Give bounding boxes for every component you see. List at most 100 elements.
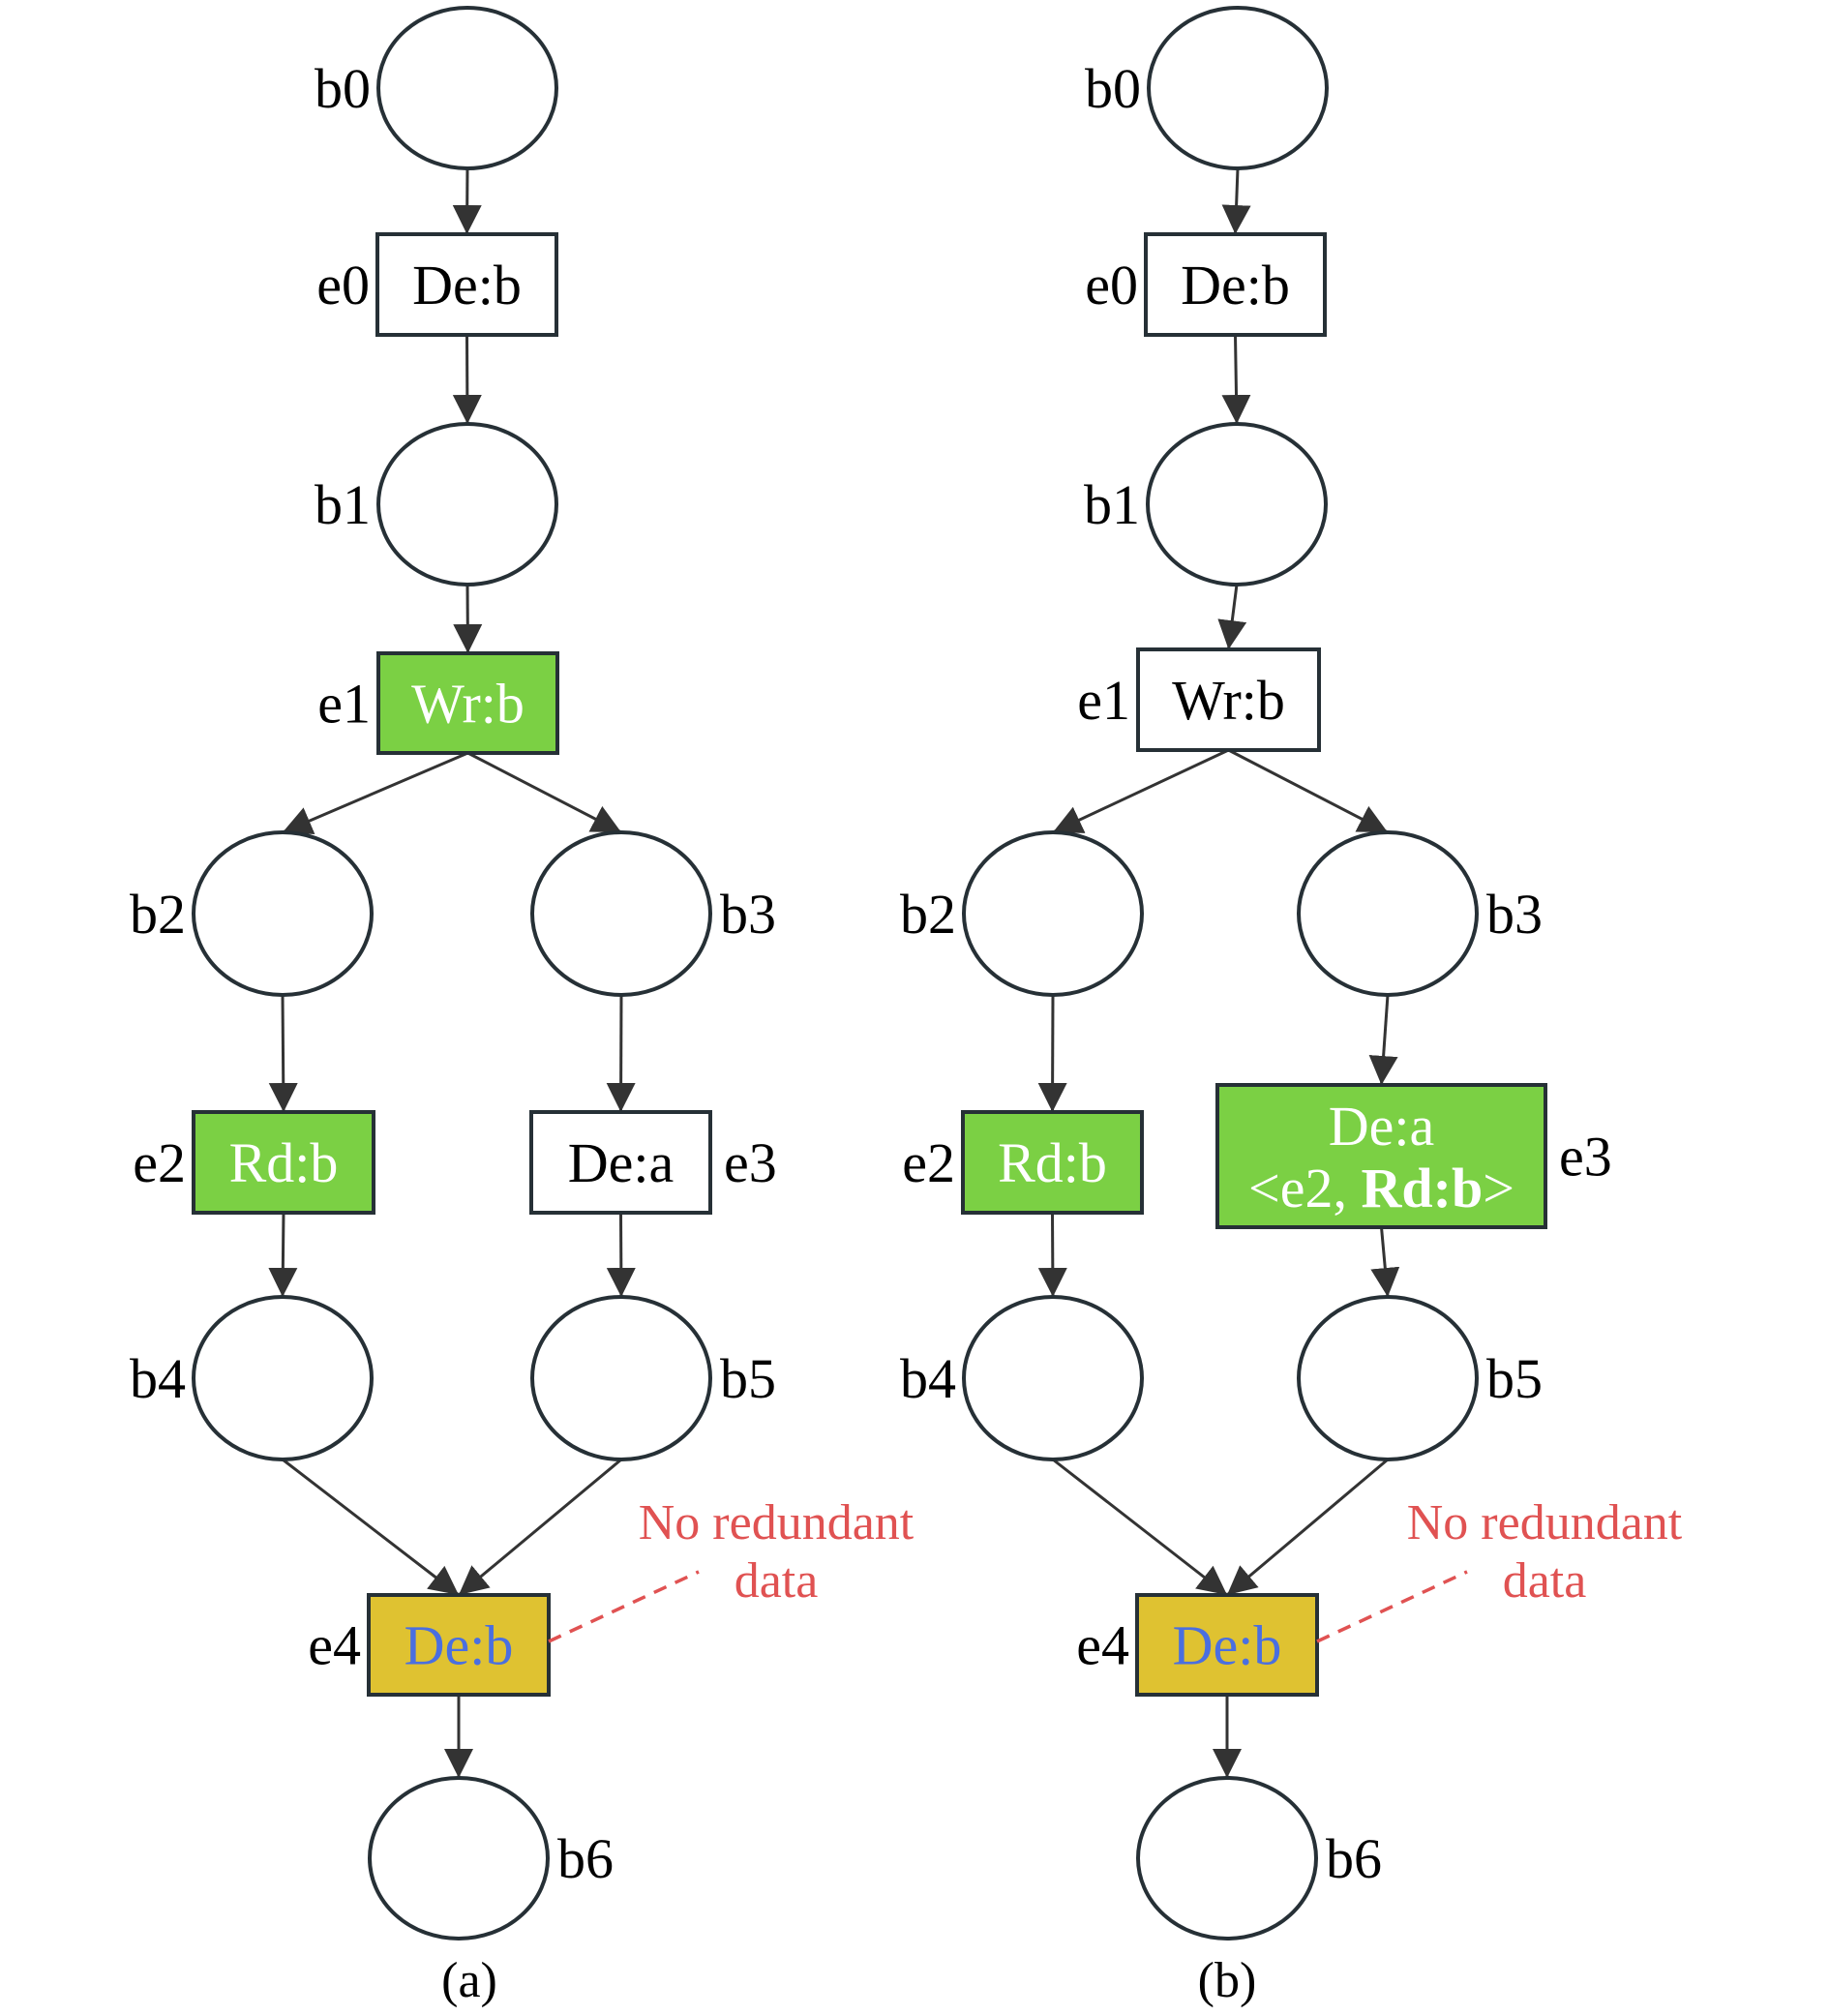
- place-b5: b5: [530, 1295, 776, 1461]
- transition-label: De:a: [568, 1131, 675, 1194]
- transition-label: De:b: [405, 1614, 514, 1677]
- edge-e1-to-b2: [1052, 748, 1230, 834]
- edge-e2-to-b4: [1037, 1212, 1067, 1298]
- edge-b2-to-e2: [1037, 994, 1067, 1113]
- annotation-line-1: No redundant: [1407, 1495, 1683, 1550]
- place-id-label: b6: [1326, 1827, 1382, 1890]
- transition-box: [375, 232, 558, 337]
- transition-box: [1144, 232, 1327, 337]
- transition-label: Rd:b: [229, 1131, 339, 1194]
- edge-e1-to-b2: [282, 751, 469, 834]
- transition-label: De:b: [1181, 254, 1290, 316]
- annotation-dashed-leader: [548, 1570, 700, 1643]
- place-id-label: b0: [1085, 57, 1141, 120]
- transition-id-label: e0: [1085, 254, 1138, 316]
- place-b5: b5: [1297, 1295, 1543, 1461]
- edge-e3-to-b5: [606, 1212, 636, 1298]
- transition-box: [1136, 647, 1321, 752]
- edge-b5-to-e4: [1226, 1458, 1389, 1597]
- edge-b4-to-e4: [1052, 1458, 1228, 1597]
- place-node: [1297, 830, 1479, 997]
- transition-id-label: e2: [902, 1131, 955, 1194]
- transition-label: De:a: [1329, 1095, 1435, 1158]
- edge-b5-to-e4: [458, 1458, 622, 1597]
- edge-b1-to-e1: [1217, 584, 1247, 650]
- place-id-label: b6: [557, 1827, 614, 1890]
- place-id-label: b5: [720, 1347, 776, 1410]
- place-node: [1136, 1776, 1318, 1941]
- panel-caption: (a): [441, 1953, 497, 2008]
- transition-box: [367, 1593, 551, 1697]
- place-b6: b6: [368, 1776, 614, 1941]
- transition-box: [961, 1110, 1144, 1215]
- edge-e0-to-b1: [452, 334, 482, 425]
- transition-id-label: e3: [1559, 1126, 1612, 1189]
- dependency-prefix: <e2,: [1248, 1157, 1361, 1219]
- transition-e3: De:a e3: [529, 1110, 777, 1215]
- place-id-label: b0: [315, 57, 371, 120]
- place-id-label: b3: [720, 883, 776, 946]
- place-b4: b4: [900, 1295, 1144, 1461]
- place-id-label: b2: [900, 883, 956, 946]
- place-node: [530, 830, 712, 997]
- place-b3: b3: [530, 830, 776, 997]
- place-b6: b6: [1136, 1776, 1382, 1941]
- place-node: [962, 1295, 1144, 1461]
- transition-e2: Rd:b e2: [902, 1110, 1144, 1215]
- edges: [268, 167, 636, 1778]
- transition-id-label: e1: [317, 673, 371, 736]
- place-id-label: b3: [1486, 883, 1543, 946]
- transition-id-label: e0: [316, 254, 370, 316]
- place-node: [1297, 1295, 1479, 1461]
- transition-id-label: e4: [1076, 1614, 1129, 1677]
- transition-label: De:b: [412, 254, 522, 316]
- place-b1: b1: [1084, 422, 1328, 587]
- transition-e3: De:a<e2, Rd:b> e3: [1215, 1083, 1612, 1229]
- transition-id-label: e1: [1077, 669, 1130, 732]
- transition-id-label: e2: [133, 1131, 186, 1194]
- transition-label: Wr:b: [1172, 669, 1285, 732]
- edge-b2-to-e2: [268, 994, 298, 1113]
- edge-e3-to-b5: [1370, 1226, 1400, 1298]
- edge-b3-to-e3: [1368, 994, 1398, 1086]
- annotation-line-2: data: [735, 1553, 819, 1609]
- transition-e1: Wr:b e1: [317, 651, 559, 755]
- dependency-suffix: >: [1483, 1157, 1514, 1219]
- transition-label: Rd:b: [998, 1131, 1107, 1194]
- place-node: [376, 422, 558, 587]
- edge-b4-to-e4: [282, 1458, 460, 1597]
- place-b2: b2: [900, 830, 1144, 997]
- place-node: [376, 6, 558, 170]
- edge-e1-to-b3: [1227, 748, 1389, 834]
- place-node: [192, 1295, 374, 1461]
- edge-b0-to-e0: [1221, 167, 1251, 235]
- transition-id-label: e3: [724, 1131, 777, 1194]
- place-b2: b2: [130, 830, 374, 997]
- transition-box: [192, 1110, 375, 1215]
- place-node: [962, 830, 1144, 997]
- transition-id-label: e4: [308, 1614, 361, 1677]
- place-node: [530, 1295, 712, 1461]
- edge-e0-to-b1: [1221, 334, 1251, 425]
- dependency-event: Rd:b: [1362, 1157, 1484, 1219]
- transition-label: De:b: [1173, 1614, 1282, 1677]
- place-node: [1146, 422, 1328, 587]
- place-id-label: b2: [130, 883, 186, 946]
- transition-box: [1135, 1593, 1319, 1697]
- place-node: [192, 830, 374, 997]
- edge-e1-to-b3: [466, 751, 622, 834]
- transition-label: Wr:b: [411, 673, 525, 736]
- annotation-line-1: No redundant: [639, 1495, 914, 1550]
- transition-e0: De:b e0: [316, 232, 558, 337]
- place-node: [368, 1776, 550, 1941]
- transition-e0: De:b e0: [1085, 232, 1327, 337]
- edge-e2-to-b4: [268, 1212, 298, 1298]
- place-id-label: b4: [130, 1347, 186, 1410]
- transition-e4: De:b e4: [1076, 1593, 1319, 1697]
- annotation-line-2: data: [1503, 1553, 1587, 1609]
- place-b0: b0: [315, 6, 558, 170]
